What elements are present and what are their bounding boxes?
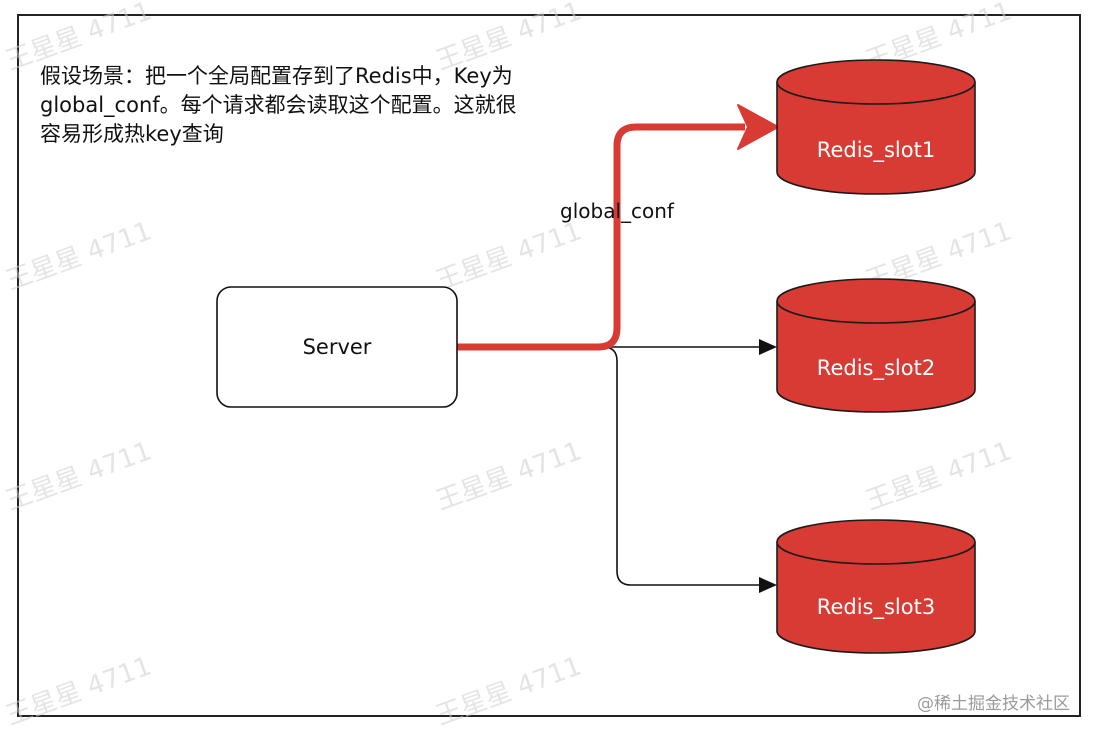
cylinder-top	[776, 278, 976, 324]
cylinder-body	[776, 82, 976, 195]
redis-slot3-label: Redis_slot3	[817, 595, 935, 620]
cylinder-body	[776, 542, 976, 654]
scenario-description: 假设场景：把一个全局配置存到了Redis中，Key为 global_conf。每…	[40, 62, 585, 149]
edge-label-global-conf: global_conf	[560, 199, 675, 223]
cylinder-top	[776, 519, 976, 565]
redis-slot1-label: Redis_slot1	[817, 138, 935, 163]
scenario-line: global_conf。每个请求都会读取这个配置。这就很	[40, 93, 517, 117]
cylinder-body	[776, 301, 976, 413]
scenario-line: 容易形成热key查询	[40, 122, 224, 146]
connectors	[457, 104, 779, 593]
redis-slot3-node[interactable]: Redis_slot3	[776, 519, 976, 654]
redis-slot1-node[interactable]: Redis_slot1	[776, 59, 976, 195]
arrowhead-slot2	[759, 339, 777, 355]
arrowhead-slot3	[759, 577, 777, 593]
redis-slot2-node[interactable]: Redis_slot2	[776, 278, 976, 413]
arrowhead-slot1	[737, 104, 779, 150]
server-label: Server	[303, 335, 372, 359]
scenario-line: 假设场景：把一个全局配置存到了Redis中，Key为	[40, 64, 513, 88]
site-watermark: @稀土掘金技术社区	[917, 694, 1070, 714]
redis-slot2-label: Redis_slot2	[817, 356, 935, 381]
server-node[interactable]: Server	[216, 286, 458, 408]
server-box[interactable]	[216, 286, 458, 408]
cylinder-top	[776, 59, 976, 105]
hot-edge-server-to-slot1	[457, 123, 745, 351]
